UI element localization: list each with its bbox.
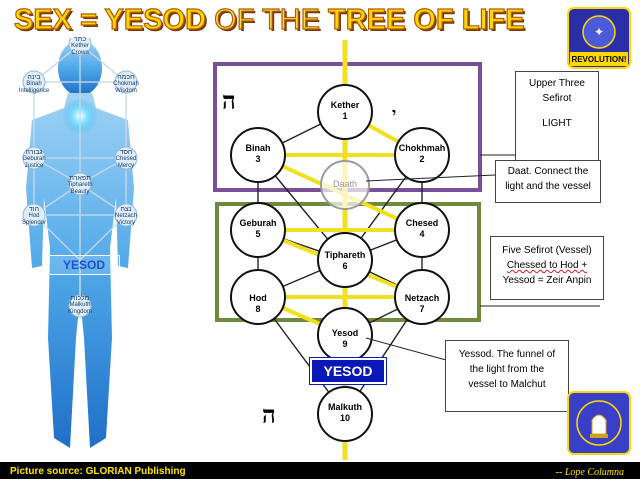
- figure-node-malkuth: [68, 294, 92, 318]
- slide: SEX = YESOD OF THE TREE OF LIFE: [0, 0, 640, 462]
- tree-node-daath: [320, 160, 370, 210]
- title-part-of-the: OF THE: [206, 3, 329, 36]
- title-part-sex-yesod: SEX = YESOD: [13, 3, 207, 36]
- figure-node-chesed: [114, 146, 138, 170]
- tree-of-life-diagram: [213, 40, 600, 460]
- figure-node-geburah: [22, 146, 46, 170]
- upper-three-box: Upper Three Sefirot LIGHT: [515, 71, 599, 161]
- tree-node-hod: [230, 269, 286, 325]
- figure-node-kether: [68, 38, 92, 56]
- bride-of-christ-logo: [566, 390, 632, 456]
- hebrew-yod: י: [392, 104, 397, 123]
- tree-node-netzach: [394, 269, 450, 325]
- hebrew-he-lower: ה: [262, 400, 276, 429]
- picture-source: Picture source: GLORIAN Publishing: [10, 466, 186, 477]
- tree-node-binah: [230, 127, 286, 183]
- tree-node-tiphareth: [317, 232, 373, 288]
- figure-svg: [22, 38, 138, 448]
- tree-node-malkuth: [317, 386, 373, 442]
- tree-label-daath: Daath: [332, 179, 358, 189]
- hebrew-he-upper: ה: [222, 86, 236, 115]
- figure-node-chokmah: [114, 70, 138, 94]
- figure-node-binah: [22, 70, 46, 94]
- figure-yesod-label: YESOD: [48, 255, 120, 275]
- tree-node-geburah: [230, 202, 286, 258]
- title-part-tree-of-life: TREE OF LIFE: [327, 3, 525, 36]
- figure-node-netzach: [114, 203, 138, 227]
- slide-title: SEX = YESOD OF THE TREE OF LIFE: [13, 3, 624, 38]
- figure-node-hod: [22, 203, 46, 227]
- figure-node-tiphareth: [68, 172, 92, 196]
- daat-box: Daat. Connect the light and the vessel: [495, 160, 601, 203]
- tree-node-chokhmah: [394, 127, 450, 183]
- author-credit: -- Lope Columna: [555, 467, 624, 478]
- svg-text:✦: ✦: [594, 25, 604, 39]
- yessod-box: Yessod. The funnel of the light from the…: [445, 340, 569, 412]
- tree-node-kether: [317, 84, 373, 140]
- five-sefirot-box: Five Sefirot (Vessel) Chessed to Hod + Y…: [490, 236, 604, 300]
- revolution-logo: ✦ REVOLUTION!: [566, 6, 632, 70]
- tree-node-chesed: [394, 202, 450, 258]
- yesod-tag: YESOD: [310, 358, 386, 384]
- revolution-banner-text: REVOLUTION!: [571, 55, 626, 64]
